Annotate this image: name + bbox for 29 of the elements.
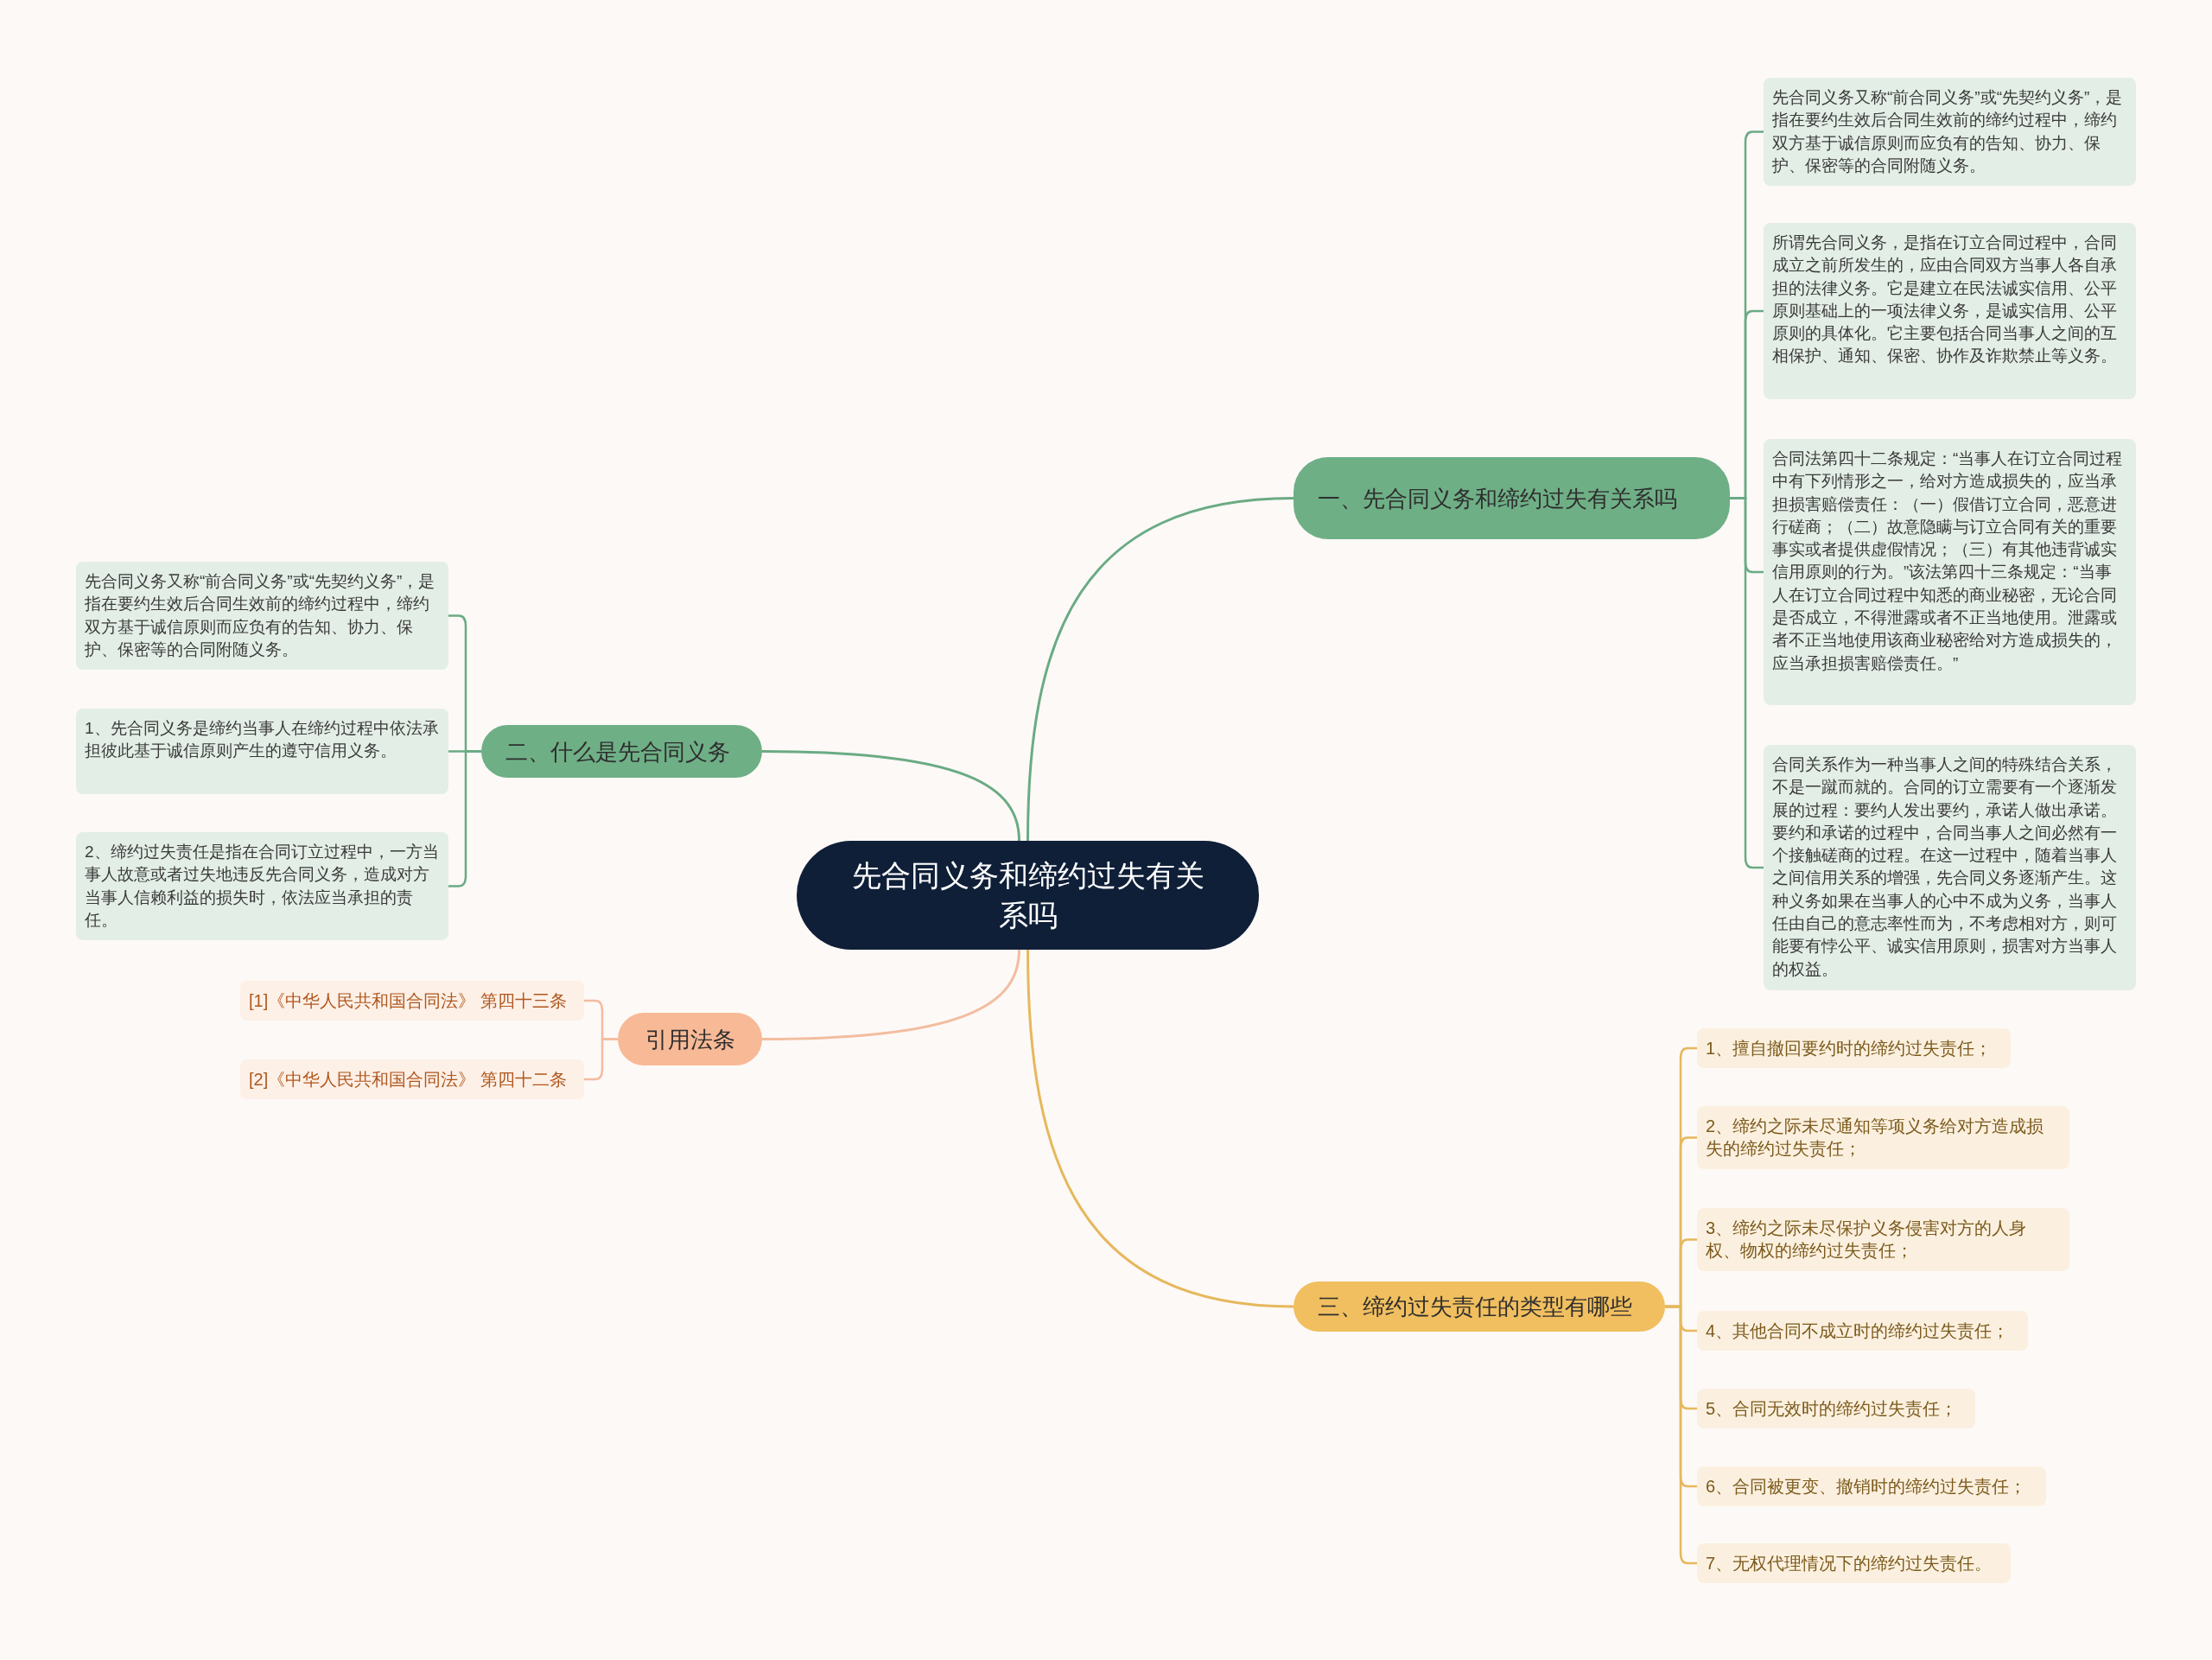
topic-pill: 引用法条 xyxy=(618,1013,762,1065)
connector xyxy=(1027,497,1294,842)
text-card: 合同关系作为一种当事人之间的特殊结合关系，不是一蹴而就的。合同的订立需要有一个逐渐发展的过程：要约人发出要约，承诺人做出承诺。要约和承诺的过程中，合同当事人之间必然有一个接触磋商的过程。在这一过程中，随着当事人之间信用关系的增强，先合同义务逐渐产生。这种义务如果在当事人的心中不成为义务，当事人任由自己的意志率性而为，不考虑相对方，则可能要有悖公平、诚实信用原则，损害对方当事人的权益。 xyxy=(1764,745,2136,990)
text-card: 所谓先合同义务，是指在订立合同过程中，合同成立之前所发生的，应由合同双方当事人各自承担的法律义务。它是建立在民法诚实信用、公平原则基础上的一项法律义务，是诚实信用、公平原则的具体化。它主要包括合同当事人之间的互相保护、通知、保密、协作及诈欺禁止等义务。 xyxy=(1764,223,2136,399)
text-card: 合同法第四十二条规定：“当事人在订立合同过程中有下列情形之一，给对方造成损失的，应当承担损害赔偿责任：（一）假借订立合同，恶意进行磋商；（二）故意隐瞒与订立合同有关的重要事实或者提供虚假情况；（三）有其他违背诚实信用原则的行为。”该法第四十三条规定：“当事人在订立合同过程中知悉的商业秘密，无论合同是否成立，不得泄露或者不正当地使用。泄露或者不正当地使用该商业秘密给对方造成损失的，应当承担损害赔偿责任。” xyxy=(1764,439,2136,705)
topic-pill: 二、什么是先合同义务 xyxy=(481,725,762,778)
connector xyxy=(584,1038,618,1081)
text-card: 3、缔约之际未尽保护义务侵害对方的人身权、物权的缔约过失责任； xyxy=(1697,1208,2069,1271)
connector xyxy=(761,750,1020,842)
text-card: 2、缔约过失责任是指在合同订立过程中，一方当事人故意或者过失地违反先合同义务，造成对方当事人信赖利益的损失时，依法应当承担的责任。 xyxy=(76,832,448,941)
reference-card: [1]《中华人民共和国合同法》 第四十三条 xyxy=(240,981,584,1021)
connector xyxy=(1665,1305,1697,1565)
text-card: 6、合同被更变、撤销时的缔约过失责任； xyxy=(1697,1466,2046,1507)
text-card: 2、缔约之际未尽通知等项义务给对方造成损失的缔约过失责任； xyxy=(1697,1106,2069,1169)
topic-pill: 三、缔约过失责任的类型有哪些 xyxy=(1294,1282,1665,1332)
text-card: 5、合同无效时的缔约过失责任； xyxy=(1697,1389,1975,1429)
text-card: 1、擅自撤回要约时的缔约过失责任； xyxy=(1697,1028,2011,1069)
reference-card: [2]《中华人民共和国合同法》 第四十二条 xyxy=(240,1059,584,1100)
text-card: 7、无权代理情况下的缔约过失责任。 xyxy=(1697,1543,2011,1584)
central-topic: 先合同义务和缔约过失有关系吗 xyxy=(797,841,1259,950)
text-card: 1、先合同义务是缔约当事人在缔约过程中依法承担彼此基于诚信原则产生的遵守信用义务。 xyxy=(76,709,448,794)
text-card: 先合同义务又称“前合同义务”或“先契约义务”，是指在要约生效后合同生效前的缔约过程中，缔约双方基于诚信原则而应负有的告知、协力、保护、保密等的合同附随义务。 xyxy=(76,562,448,671)
topic-pill: 一、先合同义务和缔约过失有关系吗 xyxy=(1294,457,1730,539)
connector xyxy=(1027,949,1294,1308)
connector xyxy=(448,750,481,887)
connector xyxy=(1730,497,1764,869)
connector xyxy=(761,949,1020,1040)
text-card: 4、其他合同不成立时的缔约过失责任； xyxy=(1697,1311,2028,1352)
text-card: 先合同义务又称“前合同义务”或“先契约义务”，是指在要约生效后合同生效前的缔约过程中，缔约双方基于诚信原则而应负有的告知、协力、保护、保密等的合同附随义务。 xyxy=(1764,78,2136,187)
